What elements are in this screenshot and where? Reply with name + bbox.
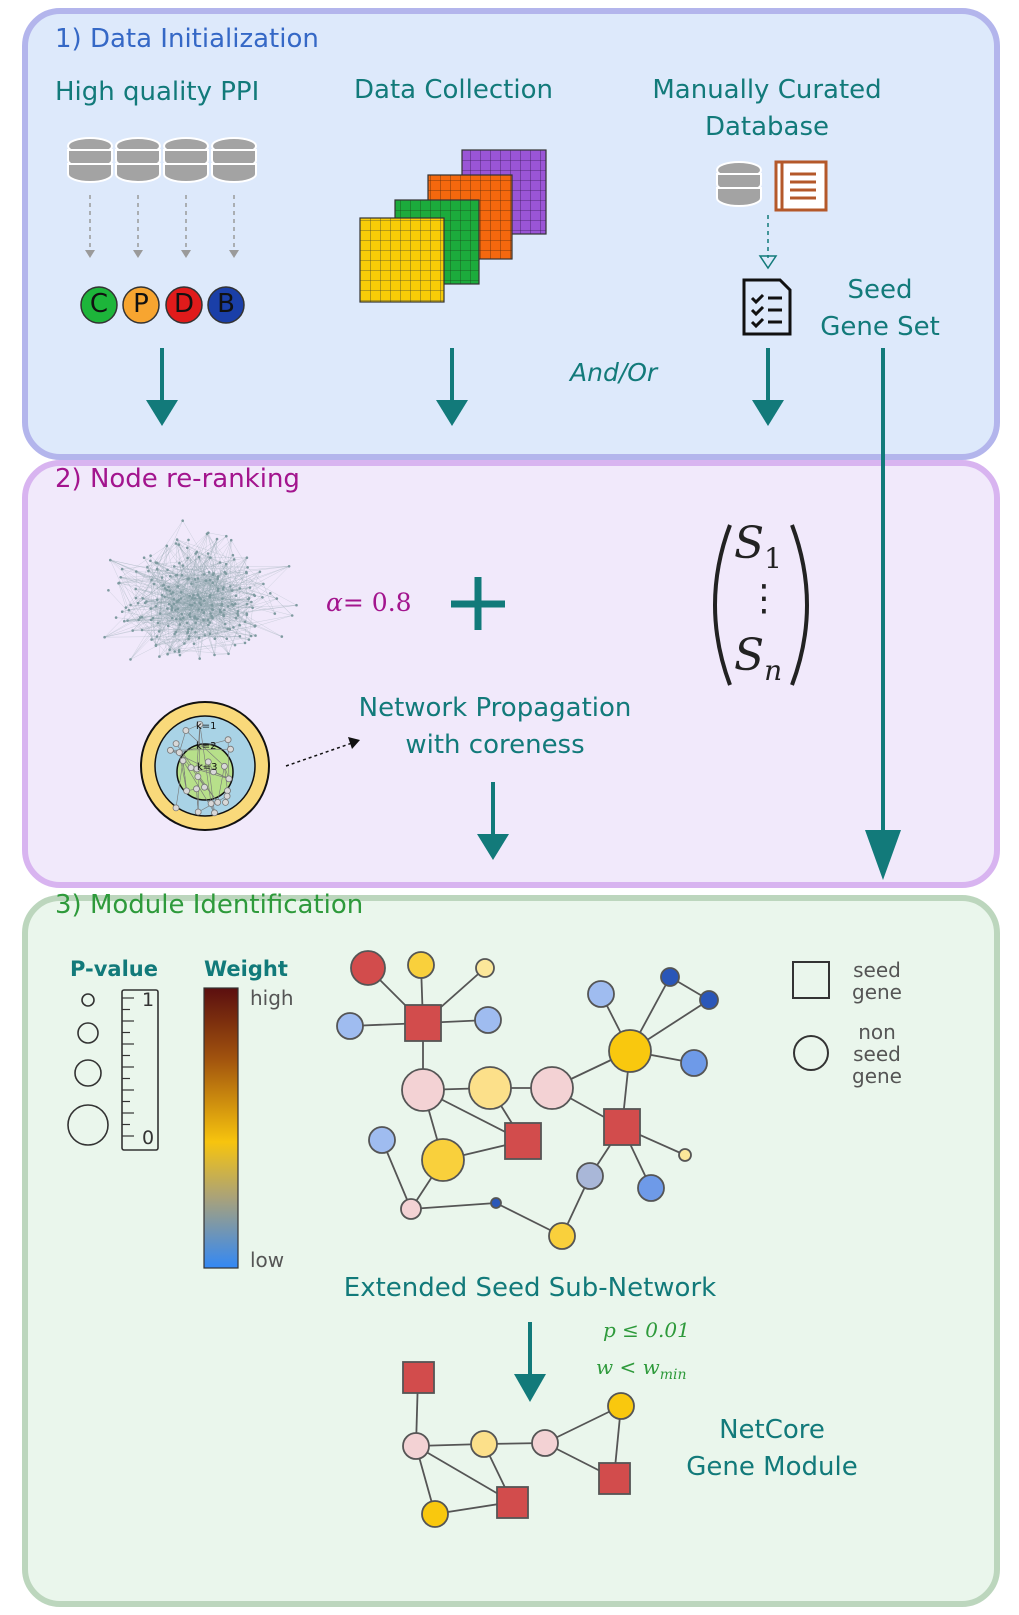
weight-legend-title: Weight	[204, 957, 288, 981]
data-collection-label: Data Collection	[354, 75, 553, 105]
ppi-network-hairball	[103, 519, 298, 661]
kcore-icon	[140, 701, 270, 831]
weight-threshold: w < wmin	[596, 1355, 687, 1383]
kcore-k1-label: k=1	[196, 721, 217, 732]
seed-vector-brackets	[713, 524, 809, 686]
pvalue-scale-ticks	[122, 997, 134, 1137]
pvalue-threshold: p ≤ 0.01	[603, 1318, 690, 1342]
ppi-letter-c: C	[89, 289, 109, 319]
kcore-k3-label: k=3	[197, 762, 218, 773]
vector-sn: Sn	[734, 630, 783, 687]
ppi-source-circles	[80, 286, 245, 324]
panel3-title: 3) Module Identification	[55, 890, 364, 920]
propagation-label-line2: with coreness	[405, 730, 585, 760]
pvalue-legend	[67, 989, 159, 1151]
weight-colorbar	[203, 987, 239, 1269]
and-or-label: And/Or	[570, 358, 658, 387]
database-icons	[67, 137, 257, 183]
ppi-letter-d: D	[173, 289, 195, 319]
weight-high-label: high	[250, 986, 294, 1010]
legend-seed-square	[792, 961, 830, 999]
seed-gene-set-line1: Seed	[847, 275, 913, 305]
panel2-title: 2) Node re-ranking	[55, 464, 300, 494]
ppi-letter-b: B	[217, 289, 235, 319]
vector-s1: S1	[734, 518, 782, 575]
propagation-label-line1: Network Propagation	[358, 693, 632, 723]
vector-dots: ⋮	[746, 578, 782, 619]
extended-seed-subnetwork	[336, 950, 719, 1250]
legend-seed-line1: seed	[853, 958, 901, 982]
seed-gene-set-line2: Gene Set	[820, 312, 940, 342]
curated-db-label-line1: Manually Curated	[652, 75, 882, 105]
panel-module-identification	[22, 895, 1000, 1607]
pvalue-scale-top: 1	[142, 989, 155, 1011]
alpha-parameter: α= 0.8	[326, 588, 412, 617]
legend-nonseed-circle	[793, 1035, 829, 1071]
curated-db-icon	[716, 160, 828, 212]
module-label-line2: Gene Module	[686, 1452, 858, 1482]
kcore-k2-label: k=2	[196, 741, 217, 752]
pvalue-legend-title: P-value	[70, 957, 158, 981]
ppi-letter-p: P	[133, 289, 149, 319]
legend-nonseed-line1: non	[858, 1020, 896, 1044]
subnetwork-label: Extended Seed Sub-Network	[343, 1273, 717, 1303]
weight-low-label: low	[250, 1248, 285, 1272]
plus-icon	[451, 577, 505, 630]
pvalue-scale-bottom: 0	[142, 1127, 155, 1149]
checklist-icon	[742, 278, 792, 336]
panel1-title: 1) Data Initialization	[55, 24, 319, 54]
curated-db-label-line2: Database	[704, 112, 830, 142]
legend-nonseed-line3: gene	[852, 1064, 902, 1088]
netcore-gene-module	[402, 1361, 635, 1528]
legend-seed-line2: gene	[852, 980, 902, 1004]
module-label-line1: NetCore	[719, 1415, 825, 1445]
legend-nonseed-line2: seed	[853, 1042, 901, 1066]
ppi-label: High quality PPI	[55, 77, 260, 107]
data-matrices-icon	[359, 149, 547, 303]
